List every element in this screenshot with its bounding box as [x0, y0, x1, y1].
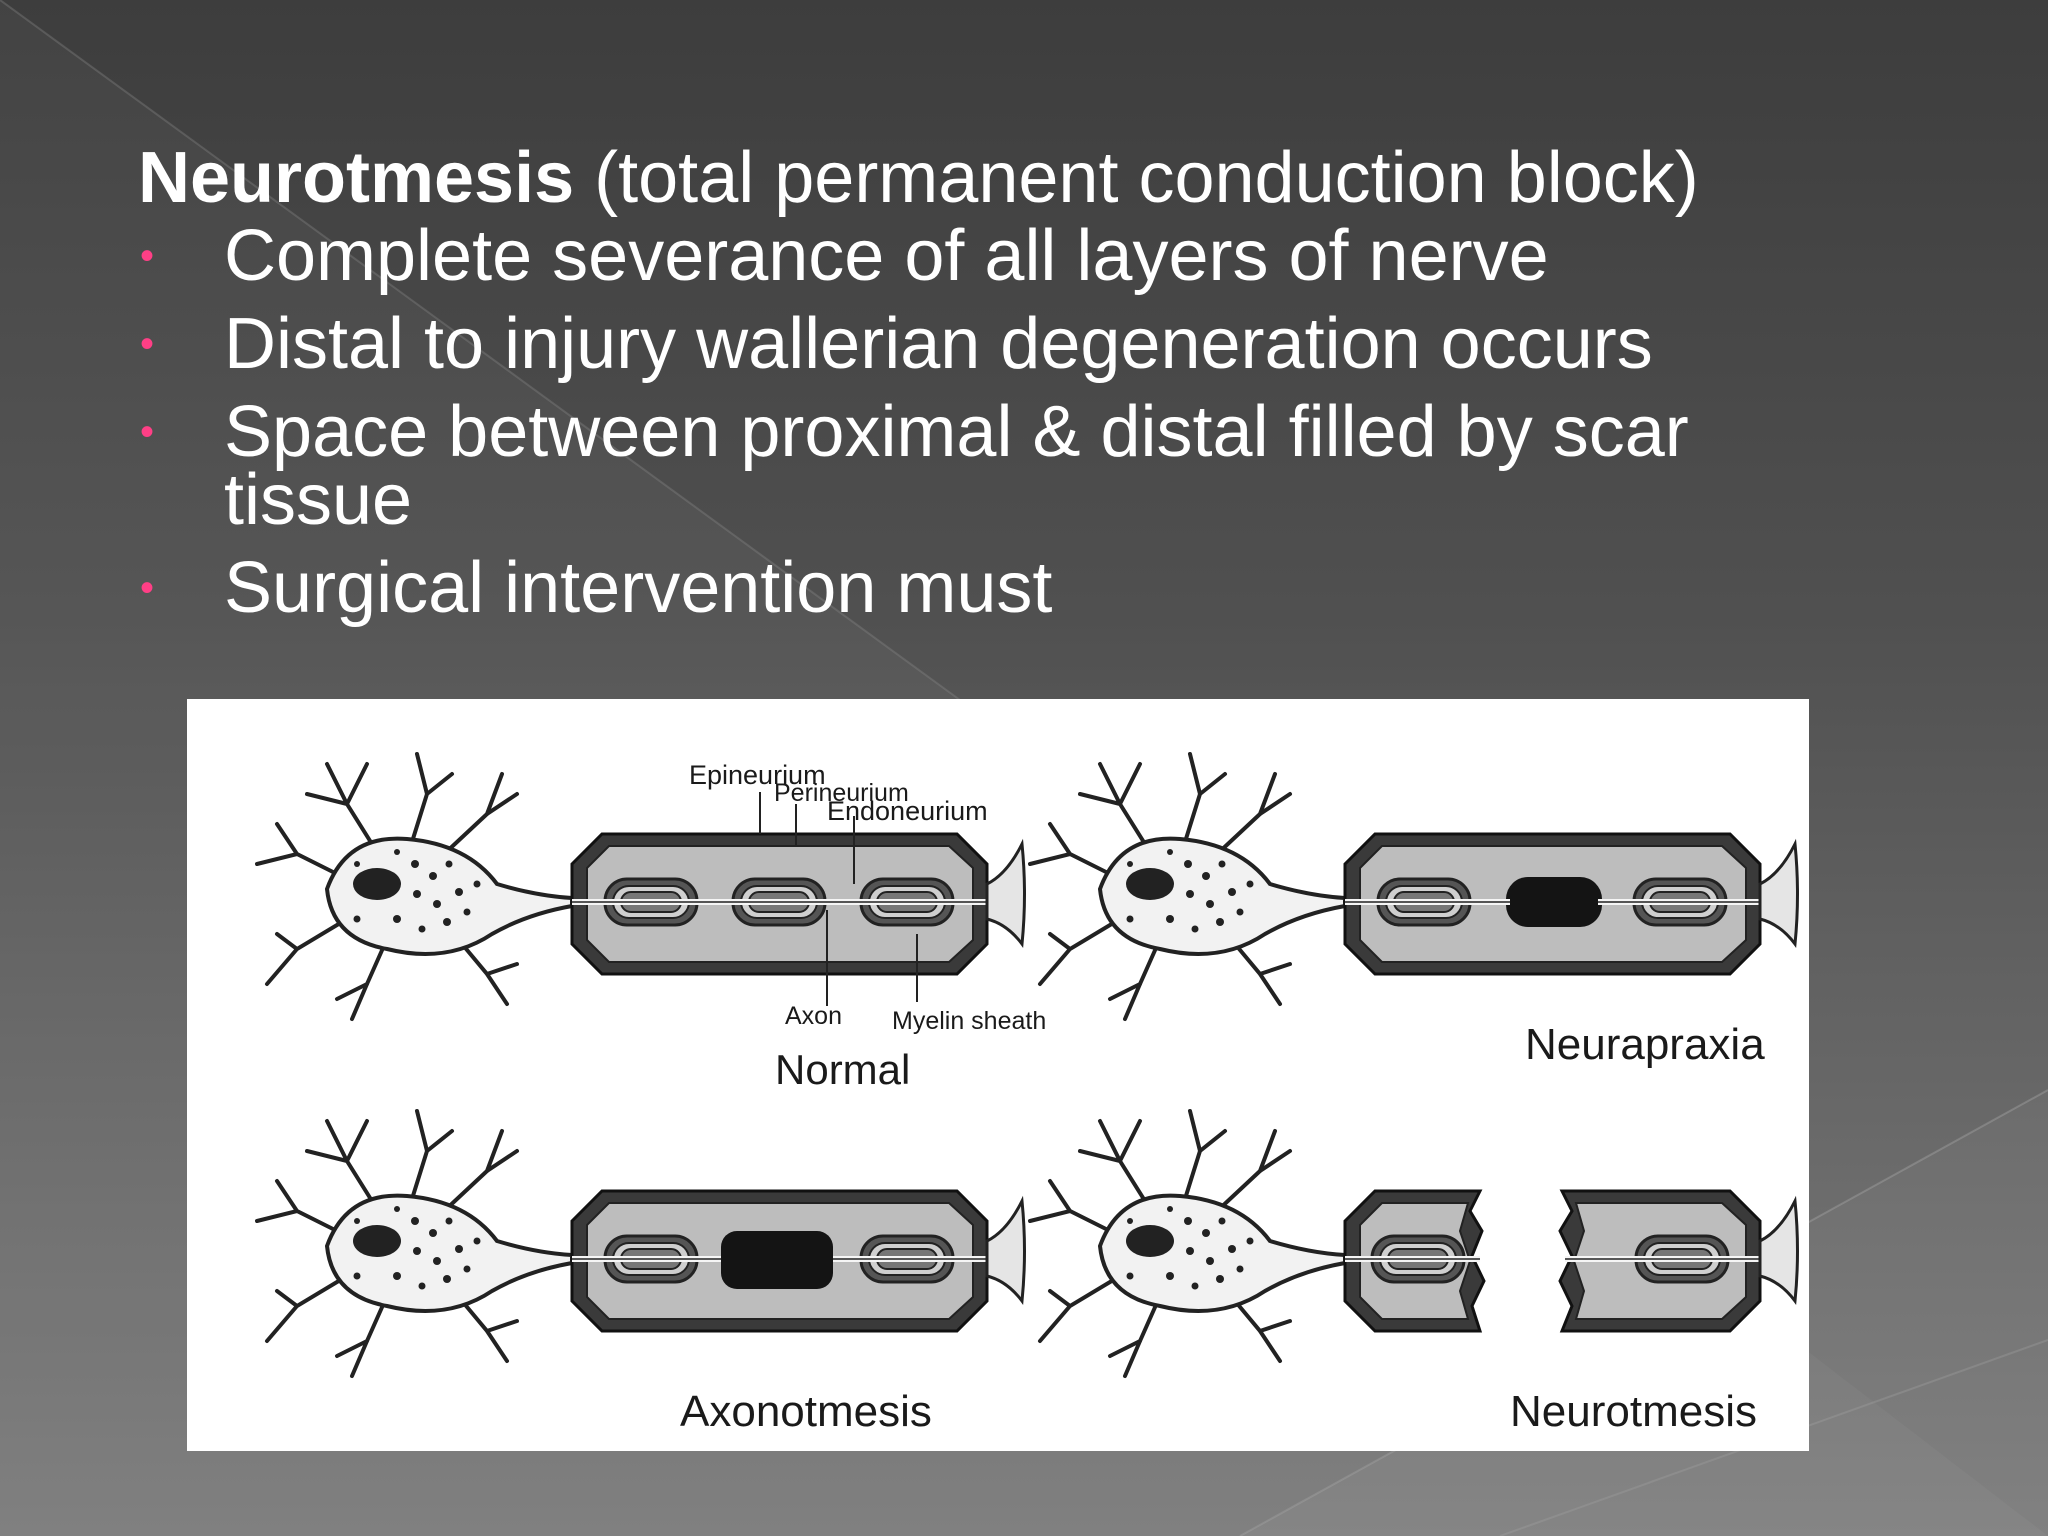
- label-axon: Axon: [785, 1002, 842, 1030]
- panel-axonotmesis: Axonotmesis: [255, 1109, 1026, 1436]
- bullet-text: Distal to injury wallerian degeneration …: [224, 304, 1653, 384]
- bullet-dot-icon: •: [140, 322, 155, 366]
- bullet-dot-icon: •: [140, 566, 155, 610]
- slide-title-rest: (total permanent conduction block): [574, 138, 1699, 218]
- panel-normal: Epineurium Perineurium Endoneurium Axon …: [255, 752, 1046, 1093]
- label-endoneurium: Endoneurium: [827, 796, 988, 826]
- nerve-injury-diagram: Epineurium Perineurium Endoneurium Axon …: [187, 699, 1809, 1451]
- panel-label-neurotmesis: Neurotmesis: [1510, 1387, 1757, 1436]
- bullet-item: • Surgical intervention must: [138, 552, 1858, 624]
- bullet-item: • Space between proximal & distal filled…: [138, 396, 1858, 536]
- bullet-dot-icon: •: [140, 410, 155, 454]
- panel-label-axonotmesis: Axonotmesis: [680, 1387, 932, 1436]
- slide-title-bold: Neurotmesis: [138, 138, 575, 218]
- bullet-list: • Complete severance of all layers of ne…: [138, 220, 1858, 642]
- label-epineurium: Epineurium: [689, 760, 826, 790]
- bullet-text: Complete severance of all layers of nerv…: [224, 216, 1549, 296]
- bullet-item: • Distal to injury wallerian degeneratio…: [138, 308, 1858, 380]
- bullet-item: • Complete severance of all layers of ne…: [138, 220, 1858, 292]
- bullet-text: Surgical intervention must: [224, 548, 1053, 628]
- panel-neurotmesis: Neurotmesis: [1028, 1109, 1799, 1436]
- panel-label-neurapraxia: Neurapraxia: [1525, 1020, 1765, 1069]
- panel-neurapraxia: Neurapraxia: [1028, 752, 1799, 1069]
- bullet-dot-icon: •: [140, 234, 155, 278]
- bullet-text: Space between proximal & distal filled b…: [224, 392, 1689, 540]
- nerve-injury-diagram-svg: Epineurium Perineurium Endoneurium Axon …: [255, 752, 1799, 1436]
- slide-title: Neurotmesis (total permanent conduction …: [138, 136, 1699, 220]
- panel-label-normal: Normal: [775, 1046, 910, 1093]
- label-perineurium: Perineurium: [774, 779, 909, 807]
- label-myelin-sheath: Myelin sheath: [892, 1007, 1046, 1035]
